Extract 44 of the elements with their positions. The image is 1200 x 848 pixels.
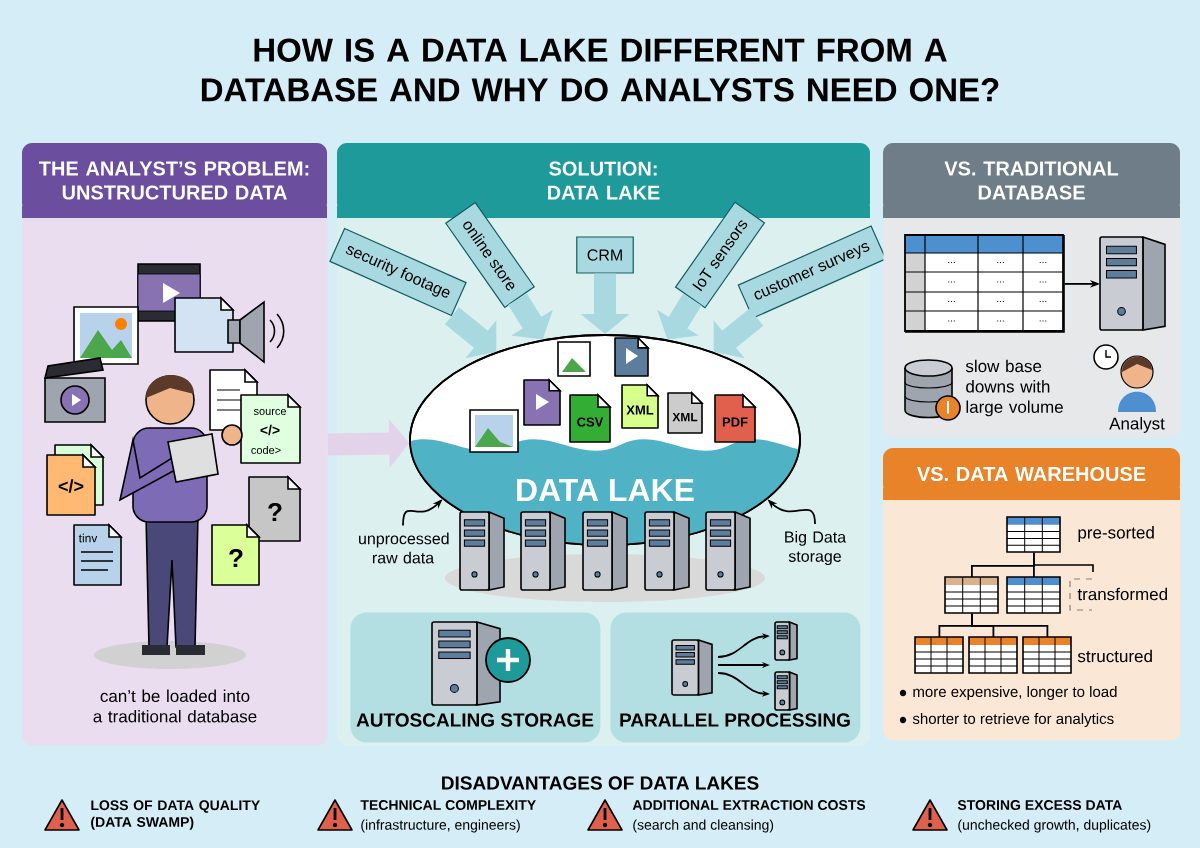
disadvantage-title: ADDITIONAL EXTRACTION COSTS <box>632 800 866 810</box>
table-icon <box>1006 516 1061 553</box>
tree-level-label: pre-sorted <box>1078 526 1154 542</box>
disadvantage-note: (search and cleansing) <box>633 819 774 833</box>
title: HOW IS A DATA LAKE DIFFERENT FROM A DATABASE AND WHY DO ANALYSTS NEED ONE? <box>201 38 999 102</box>
table-icon <box>968 636 1018 674</box>
file-label: CSV <box>577 417 604 427</box>
table-icon <box>1022 636 1072 674</box>
bullet-text: shorter to retrieve for analytics <box>912 713 1114 727</box>
tree-connector <box>971 612 1049 638</box>
file-label: </> <box>260 424 280 436</box>
panel-header: SOLUTION: DATA LAKE <box>337 143 870 218</box>
file-label: ? <box>268 502 282 522</box>
disadvantage-title: STORING EXCESS DATA <box>957 800 1122 810</box>
section-heading: DISADVANTAGES OF DATA LAKES <box>442 776 759 790</box>
panel-header: THE ANALYST’S PROBLEM: UNSTRUCTURED DATA <box>22 143 327 218</box>
file-label: PDF <box>722 417 748 427</box>
person-label: Analyst <box>1109 417 1165 433</box>
file-label: ? <box>229 548 243 568</box>
disadvantage-note: (infrastructure, engineers) <box>361 819 520 833</box>
data-table: ... ... ... ... ... ... ... ... ... ... ... ... <box>904 234 1065 333</box>
table-icon <box>944 576 999 614</box>
caption-text: can’t be loaded into a traditional database <box>93 689 257 723</box>
file-label: XML <box>626 405 654 415</box>
disadvantage-title: TECHNICAL COMPLEXITY <box>360 800 536 810</box>
table-icon <box>1006 576 1061 614</box>
file-label: code> <box>251 445 281 455</box>
source-arrow-band: CRM <box>576 236 634 274</box>
panel-header: VS. DATA WAREHOUSE <box>883 448 1180 500</box>
flow-arrow <box>713 308 764 359</box>
file-label: XML <box>672 412 698 422</box>
table-icon <box>914 636 964 674</box>
file-label: source <box>253 409 287 415</box>
tree-connector <box>1033 551 1035 578</box>
panel-header: VS. TRADITIONAL DATABASE <box>883 143 1180 218</box>
file-label: </> <box>58 479 84 493</box>
bullet-text: more expensive, longer to load <box>913 686 1117 700</box>
note-text: slow base downs with large volume <box>965 359 1063 417</box>
tree-level-label: transformed <box>1077 587 1167 601</box>
disadvantage-note: (unchecked growth, duplicates) <box>958 819 1151 833</box>
flow-arrow <box>508 293 553 340</box>
tree-level-label: structured <box>1077 649 1152 663</box>
disadvantage-title: LOSS OF DATA QUALITY (DATA SWAMP) <box>91 800 260 830</box>
file-label: tinv <box>78 533 98 543</box>
